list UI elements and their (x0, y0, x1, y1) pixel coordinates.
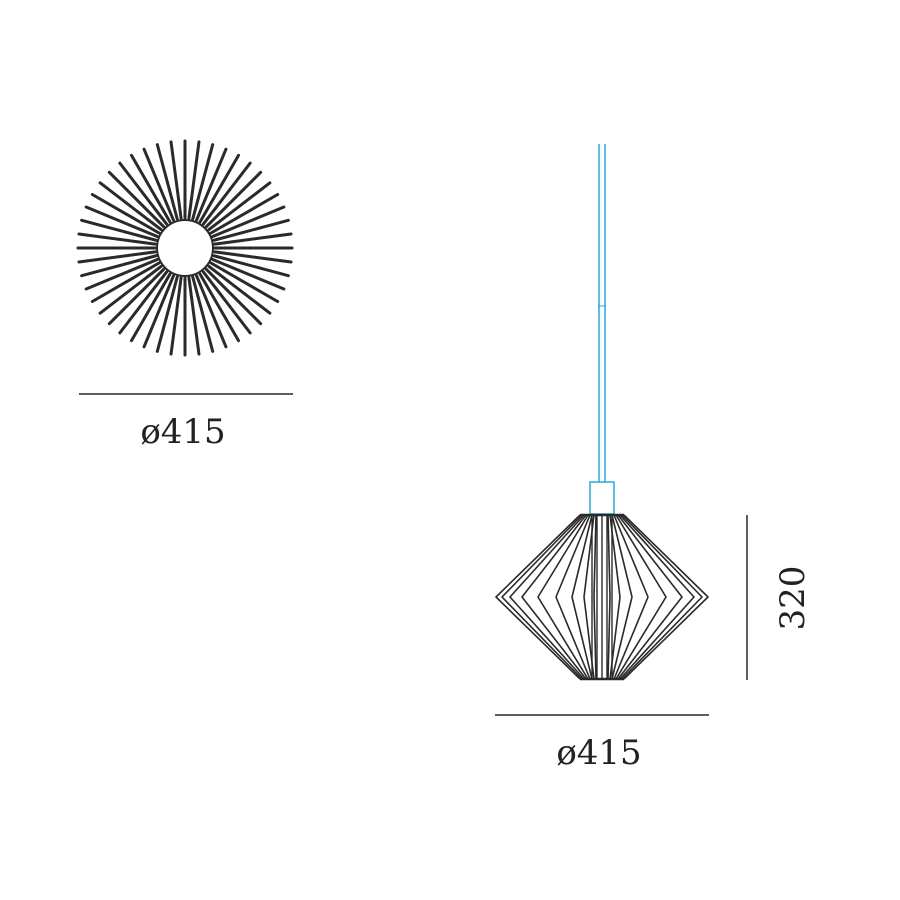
side-view: 320 ø415 (495, 144, 813, 773)
top-view-rod (84, 205, 159, 239)
top-view-rod (207, 264, 272, 315)
top-view-rod (194, 274, 228, 349)
top-view-rod (155, 143, 179, 221)
top-view-rod (201, 161, 252, 226)
shade-wire-loop (571, 514, 633, 680)
top-view-rod (212, 218, 290, 242)
top-view-rod (187, 276, 201, 356)
top-view-rod (77, 232, 157, 246)
top-view-rod (118, 161, 169, 226)
shade-wire-loop (537, 514, 667, 680)
top-view-rod (118, 270, 169, 335)
top-view-rod (98, 264, 163, 315)
top-view-rod (212, 254, 290, 278)
top-view-rod (77, 250, 157, 264)
top-view-rod (198, 272, 240, 343)
top-view-rod (107, 267, 166, 326)
top-view-rod (130, 272, 172, 343)
top-view-rod (169, 140, 183, 220)
top-view: ø415 (76, 139, 294, 452)
top-view-rod (204, 170, 263, 229)
top-view-rod (204, 267, 263, 326)
top-view-rod (98, 181, 163, 232)
shade-wire-loop (495, 514, 709, 680)
socket-block (589, 481, 615, 515)
side-view-diameter-label: ø415 (556, 733, 641, 773)
top-view-rod (142, 147, 176, 222)
top-view-rod (191, 143, 215, 221)
top-view-center-hole (156, 219, 214, 277)
top-view-rod (211, 257, 286, 291)
top-view-rod (187, 140, 201, 220)
top-view-rod (194, 147, 228, 222)
top-view-diameter-label: ø415 (140, 412, 225, 452)
top-view-rod (80, 254, 158, 278)
top-view-rod (211, 205, 286, 239)
top-view-rod (209, 261, 280, 303)
suspension-cable (598, 144, 606, 482)
top-view-rod (90, 193, 161, 235)
top-view-rod (84, 257, 159, 291)
shade-wire-loop (593, 514, 611, 680)
shade-wire-loop (521, 514, 683, 680)
top-view-rods (76, 139, 294, 357)
top-view-rod (198, 153, 240, 224)
top-view-rod (142, 274, 176, 349)
top-view-rod (80, 218, 158, 242)
top-view-rod (213, 232, 293, 246)
side-view-height-label: 320 (773, 566, 813, 631)
top-view-rod (169, 276, 183, 356)
top-view-rod (107, 170, 166, 229)
shade-wire-loop (583, 514, 621, 680)
shade-wire-loop (509, 514, 695, 680)
top-view-rod (209, 193, 280, 235)
shade-wire-loop (555, 514, 649, 680)
top-view-rod (90, 261, 161, 303)
top-view-rod (191, 275, 215, 353)
lamp-shade-wires (495, 514, 709, 680)
top-view-rod (130, 153, 172, 224)
top-view-rod (213, 250, 293, 264)
shade-wire-loop (501, 514, 703, 680)
top-view-rod (155, 275, 179, 353)
top-view-rod (207, 181, 272, 232)
top-view-rod (201, 270, 252, 335)
